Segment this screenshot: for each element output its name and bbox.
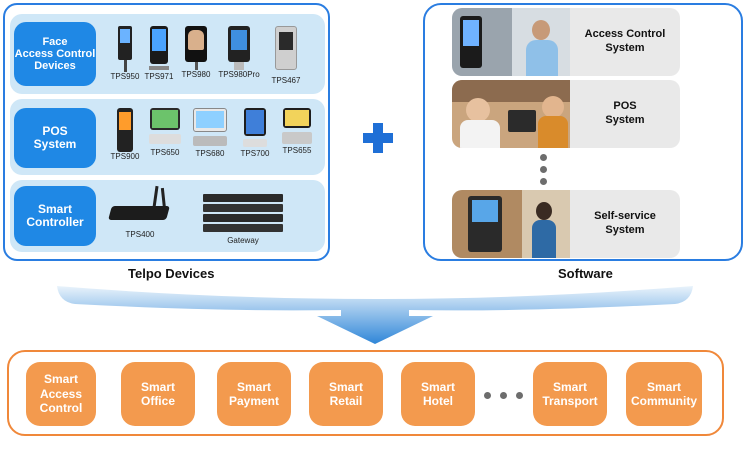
device-model: TPS900 (110, 152, 140, 161)
solution-smart-retail: Smart Retail (309, 362, 383, 426)
router-icon (108, 185, 172, 224)
face-terminal-icon (185, 26, 207, 62)
wall-terminal-icon (275, 26, 297, 70)
software-label-selfservice: Self-service System (594, 210, 656, 236)
solution-label: Smart Community (631, 379, 697, 408)
device-tps971: TPS971 (143, 26, 175, 81)
device-row-label-face: Face Access Control Devices (14, 22, 96, 86)
device-tps680: TPS680 (190, 108, 230, 158)
access-control-photo (452, 8, 570, 76)
pos-base-icon (243, 139, 267, 147)
device-model: TPS950 (110, 72, 140, 81)
solution-label: Smart Transport (542, 379, 598, 408)
device-tps467: TPS467 (268, 26, 304, 85)
solution-label: Smart Payment (228, 379, 280, 408)
device-model: TPS467 (271, 76, 301, 85)
software-label-pos: POS System (605, 100, 645, 126)
software-row-selfservice: Self-service System (452, 190, 680, 258)
pos-screen-icon (193, 108, 227, 132)
ellipsis-icon (540, 178, 547, 185)
label-line: Smart Controller (26, 201, 84, 229)
device-tps655: TPS655 (278, 108, 316, 155)
software-caption: Software (558, 266, 613, 281)
pos-base-icon (149, 134, 181, 144)
device-tps980pro: TPS980Pro (218, 26, 260, 79)
solution-smart-access-control: Smart Access Control (26, 362, 96, 426)
stand-icon (149, 66, 169, 70)
solution-smart-transport: Smart Transport (533, 362, 607, 426)
scale-screen-icon (283, 108, 311, 128)
software-row-pos: POS System (452, 80, 680, 148)
solution-smart-community: Smart Community (626, 362, 702, 426)
device-tps650: TPS650 (145, 108, 185, 157)
device-model: Gateway (227, 236, 259, 245)
stand-icon (123, 60, 127, 72)
device-tps400: TPS400 (108, 185, 172, 239)
device-tps700: TPS700 (236, 108, 274, 158)
solution-label: Smart Retail (328, 379, 363, 408)
solution-label: Smart Access Control (39, 372, 83, 416)
solution-smart-payment: Smart Payment (217, 362, 291, 426)
stand-icon (234, 62, 244, 70)
self-service-photo (452, 190, 570, 258)
pos-photo (452, 80, 570, 148)
tablet-icon (118, 26, 132, 60)
solution-smart-hotel: Smart Hotel (401, 362, 475, 426)
tablet-icon (150, 26, 168, 64)
plus-icon (363, 123, 393, 153)
ellipsis-icon (484, 392, 491, 399)
device-tps980: TPS980 (180, 26, 212, 79)
device-row-label-controller: Smart Controller (14, 186, 96, 246)
solution-label: Smart Hotel (420, 379, 455, 408)
ellipsis-icon (516, 392, 523, 399)
gateway-stack-icon (198, 194, 288, 232)
device-model: TPS700 (240, 149, 270, 158)
device-gateway: Gateway (198, 194, 288, 245)
software-label-access: Access Control System (584, 28, 666, 54)
label-line: Face Access Control Devices (14, 35, 96, 73)
ellipsis-icon (540, 154, 547, 161)
pos-base-icon (193, 136, 227, 146)
device-row-label-pos: POS System (14, 108, 96, 168)
ellipsis-icon (500, 392, 507, 399)
device-tps950: TPS950 (110, 26, 140, 81)
device-model: TPS655 (282, 146, 312, 155)
stand-icon (194, 62, 198, 70)
scale-base-icon (282, 132, 312, 144)
device-model: TPS980 (181, 70, 211, 79)
device-model: TPS980Pro (218, 70, 260, 79)
down-arrow-icon (57, 286, 693, 344)
solution-smart-office: Smart Office (121, 362, 195, 426)
face-terminal-icon (228, 26, 250, 62)
label-line: POS System (33, 123, 77, 151)
device-model: TPS400 (125, 230, 155, 239)
devices-caption: Telpo Devices (128, 266, 215, 281)
device-model: TPS650 (150, 148, 180, 157)
solution-label: Smart Office (140, 379, 175, 408)
pos-screen-icon (244, 108, 266, 136)
device-model: TPS971 (144, 72, 174, 81)
handheld-pos-icon (117, 108, 133, 152)
ellipsis-icon (540, 166, 547, 173)
pos-screen-icon (150, 108, 180, 130)
software-row-access: Access Control System (452, 8, 680, 76)
device-tps900: TPS900 (108, 108, 142, 161)
device-model: TPS680 (195, 149, 225, 158)
